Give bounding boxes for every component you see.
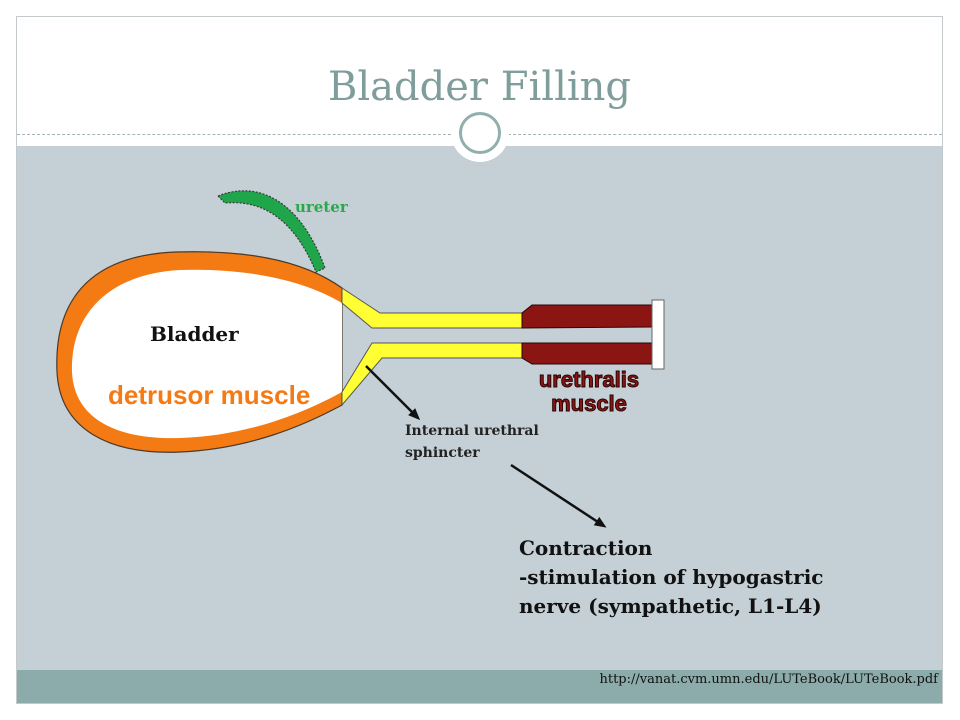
ureter-label: ureter [295,198,348,216]
contraction-line2: -stimulation of hypogastric [519,565,824,589]
bladder-label: Bladder [150,322,239,346]
urethralis-label: urethralis muscle [524,367,654,416]
footer-band [17,670,942,703]
contraction-line3: nerve (sympathetic, L1-L4) [519,594,822,618]
sphincter-upper [341,287,523,329]
contraction-line1: Contraction [519,536,653,560]
detrusor-label: detrusor muscle [108,380,311,410]
source-url: http://vanat.cvm.umn.edu/LUTeBook/LUTeBo… [599,672,938,687]
urethralis-upper [521,304,653,329]
ureter-shape [216,190,326,273]
sphincter-arrow [365,365,421,421]
slide-title: Bladder Filling [327,64,632,110]
sphincter-lower [341,342,523,407]
ring-ornament-icon [451,104,509,162]
urethralis-label-line2: muscle [551,391,628,416]
sphincter-label-line2: sphincter [405,445,480,461]
urethralis-label-line1: urethralis [538,367,640,392]
urethral-opening [651,299,665,370]
sphincter-label: Internal urethral sphincter [405,420,585,464]
sphincter-label-line1: Internal urethral [405,423,539,439]
contraction-note: Contraction -stimulation of hypogastric … [519,534,919,621]
bladder-lumen [71,269,342,439]
contraction-arrow [510,463,607,528]
urethralis-lower [521,342,653,365]
